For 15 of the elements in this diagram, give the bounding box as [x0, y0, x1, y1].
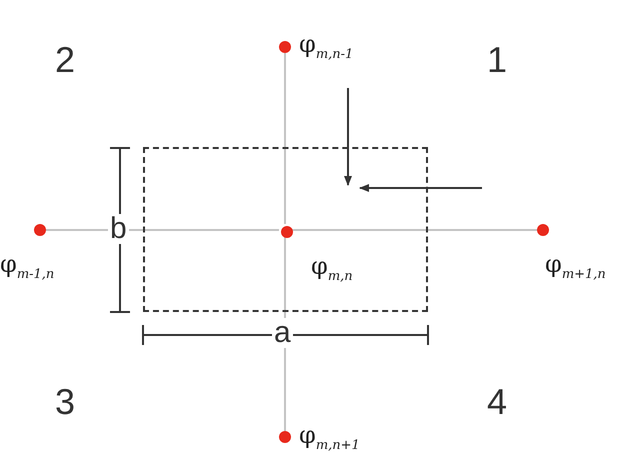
dashed-rectangle [143, 147, 428, 312]
region-number: 1 [487, 42, 508, 78]
region-number: 2 [55, 42, 76, 78]
dimension-label: a [272, 318, 293, 348]
connector-line [291, 229, 537, 231]
point-label: φ$_{m,n}$ [311, 254, 353, 283]
region-number: 4 [487, 384, 508, 420]
connector-line [46, 229, 279, 231]
region-number: 3 [55, 384, 76, 420]
connector-line [284, 53, 286, 224]
dimension-label: b [108, 214, 129, 244]
point-label: φ$_{m,n+1}$ [299, 423, 360, 452]
point-label: φ$_{m-1,n}$ [0, 252, 54, 281]
point-label: φ$_{m,n-1}$ [299, 32, 354, 61]
point-label: φ$_{m+1,n}$ [545, 252, 606, 281]
